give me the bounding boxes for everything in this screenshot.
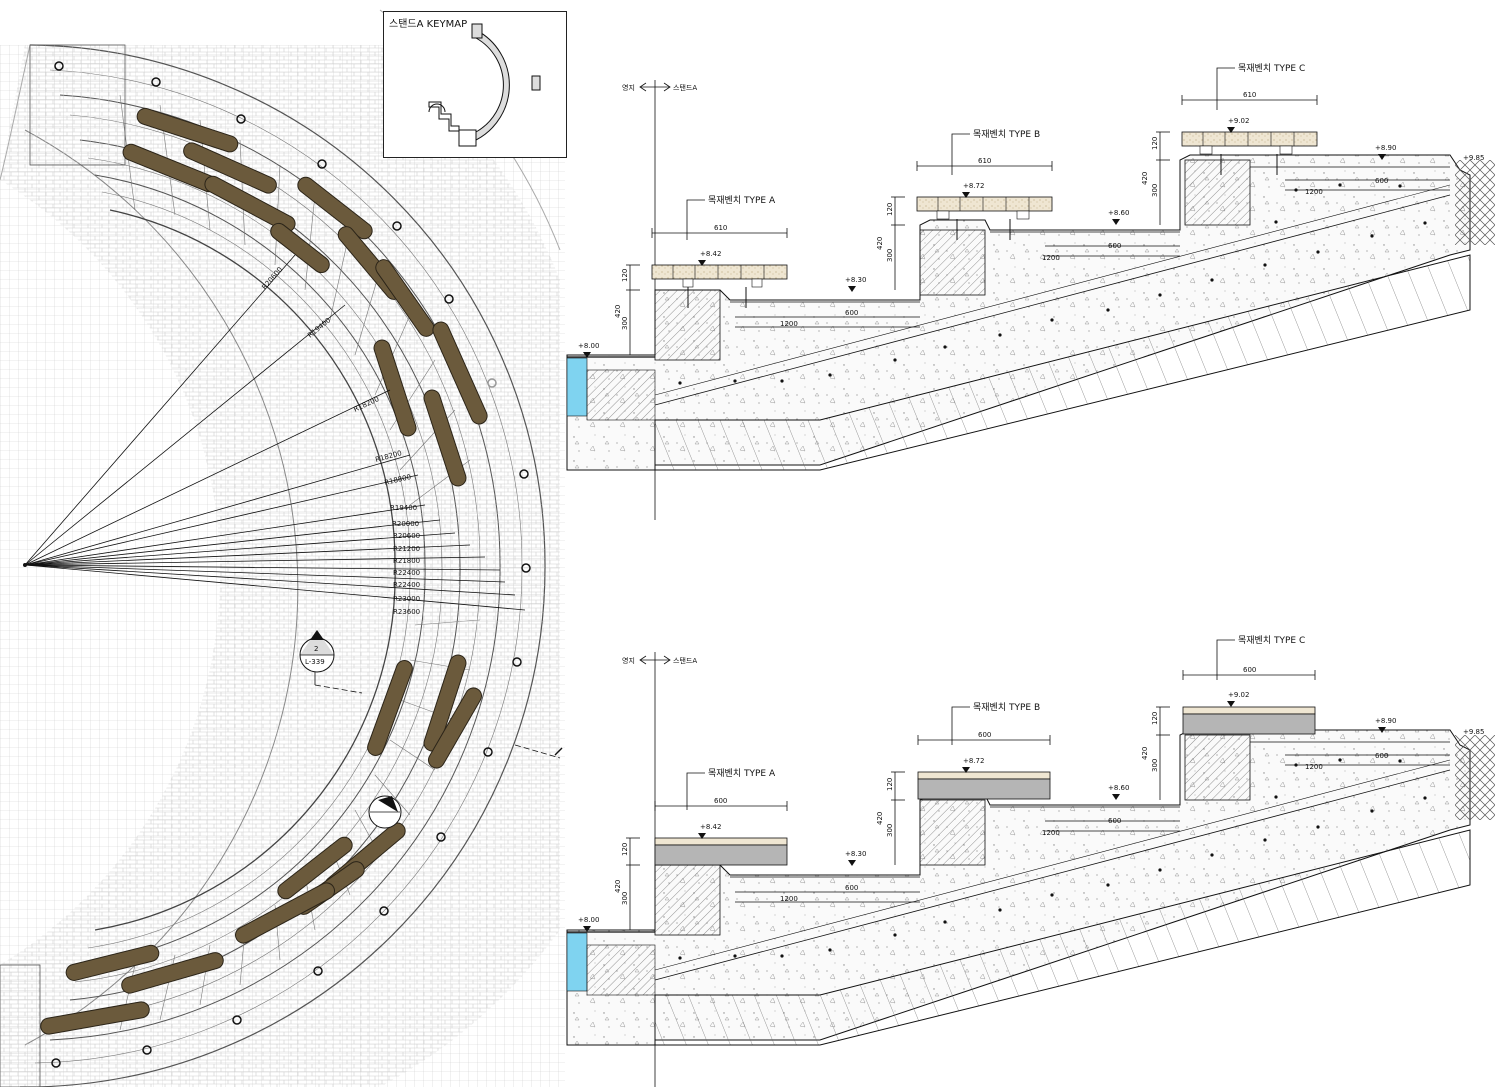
section-view-top: 영지 스탠드A: [566, 62, 1495, 520]
radius-label: R21800: [393, 557, 420, 565]
level-top: +9.85: [1463, 154, 1484, 162]
dim-120: 120: [621, 269, 629, 282]
dim-120: 120: [886, 203, 894, 216]
dim-1200: 1200: [780, 895, 798, 903]
dim-1200: 1200: [1042, 254, 1060, 262]
radius-label: R20000: [392, 520, 419, 528]
dim-600: 600: [845, 309, 858, 317]
dim-600: 600: [1375, 752, 1388, 760]
bench-type-c[interactable]: [1181, 131, 1318, 175]
dim-300: 300: [621, 317, 629, 330]
dim-600: 600: [1108, 242, 1121, 250]
dim-300: 300: [886, 249, 894, 262]
dim-1200: 1200: [1305, 188, 1323, 196]
axis-right-label: 스탠드A: [673, 83, 697, 92]
bench-c-width: 610: [1243, 91, 1256, 99]
level-step2: +8.60: [1108, 784, 1129, 792]
axis-right-label: 스탠드A: [673, 656, 697, 665]
level-water: +8.00: [578, 916, 599, 924]
dim-120: 120: [621, 843, 629, 856]
keymap-title: 스탠드A KEYMAP: [389, 19, 468, 30]
level-step3: +8.90: [1375, 717, 1396, 725]
bench-type-a[interactable]: [654, 837, 788, 866]
bench-type-a[interactable]: [651, 264, 788, 308]
dim-1200: 1200: [1042, 829, 1060, 837]
radius-label: R23600: [393, 608, 420, 616]
radius-label: R21200: [393, 545, 420, 553]
dim-420: 420: [876, 812, 884, 825]
level-top: +9.85: [1463, 728, 1484, 736]
section-marker-2[interactable]: [368, 795, 402, 829]
keymap-diagram: [428, 23, 541, 147]
dim-600: 600: [1375, 177, 1388, 185]
axis-left-label: 영지: [622, 656, 635, 665]
level-step1: +8.30: [845, 276, 866, 284]
level-bench-a: +8.42: [700, 250, 721, 258]
bench-type-c[interactable]: [1182, 706, 1316, 735]
bench-b-width: 600: [978, 731, 991, 739]
dim-420: 420: [876, 237, 884, 250]
bench-c-label: 목재벤치 TYPE C: [1238, 634, 1305, 646]
dim-420: 420: [1141, 172, 1149, 185]
dim-420: 420: [614, 305, 622, 318]
bench-a-width: 600: [714, 797, 727, 805]
dim-300: 300: [621, 892, 629, 905]
dim-600: 600: [845, 884, 858, 892]
dim-120: 120: [886, 778, 894, 791]
level-water: +8.00: [578, 342, 599, 350]
dim-1200: 1200: [780, 320, 798, 328]
dim-300: 300: [1151, 184, 1159, 197]
dim-300: 300: [1151, 759, 1159, 772]
bench-b-width: 610: [978, 157, 991, 165]
bench-c-label: 목재벤치 TYPE C: [1238, 62, 1305, 74]
dim-600: 600: [1108, 817, 1121, 825]
level-bench-c: +9.02: [1228, 117, 1249, 125]
radius-label: R22400: [393, 581, 420, 589]
dim-1200: 1200: [1305, 763, 1323, 771]
bench-b-label: 목재벤치 TYPE B: [973, 128, 1040, 140]
bench-a-width: 610: [714, 224, 727, 232]
level-step2: +8.60: [1108, 209, 1129, 217]
dim-420: 420: [1141, 747, 1149, 760]
bench-c-width: 600: [1243, 666, 1256, 674]
plan-view: R20600 R19400 R18200 R18200 R18800 R1940…: [0, 9, 565, 1087]
dim-120: 120: [1151, 712, 1159, 725]
dim-120: 120: [1151, 137, 1159, 150]
bench-a-label: 목재벤치 TYPE A: [708, 194, 776, 206]
level-step1: +8.30: [845, 850, 866, 858]
keymap-panel: 스탠드A KEYMAP: [383, 11, 567, 158]
radius-label: R20600: [393, 532, 420, 540]
radius-label: R22400: [393, 569, 420, 577]
bench-type-b[interactable]: [917, 771, 1051, 800]
level-bench-a: +8.42: [700, 823, 721, 831]
level-step3: +8.90: [1375, 144, 1396, 152]
level-bench-b: +8.72: [963, 757, 984, 765]
bench-b-label: 목재벤치 TYPE B: [973, 701, 1040, 713]
radius-label: R23000: [393, 595, 420, 603]
bench-type-b[interactable]: [916, 196, 1053, 240]
level-bench-c: +9.02: [1228, 691, 1249, 699]
bench-a-label: 목재벤치 TYPE A: [708, 767, 776, 779]
section-marker-number: 2: [314, 645, 318, 653]
section-view-bottom: 영지 스탠드A: [566, 634, 1495, 1087]
axis-left-label: 영지: [622, 83, 635, 92]
level-bench-b: +8.72: [963, 182, 984, 190]
section-marker-sheet: L-339: [305, 658, 325, 666]
dim-420: 420: [614, 880, 622, 893]
radius-label: R19400: [390, 504, 417, 512]
section-marker-1[interactable]: 2 L-339: [299, 630, 363, 694]
dim-300: 300: [886, 824, 894, 837]
